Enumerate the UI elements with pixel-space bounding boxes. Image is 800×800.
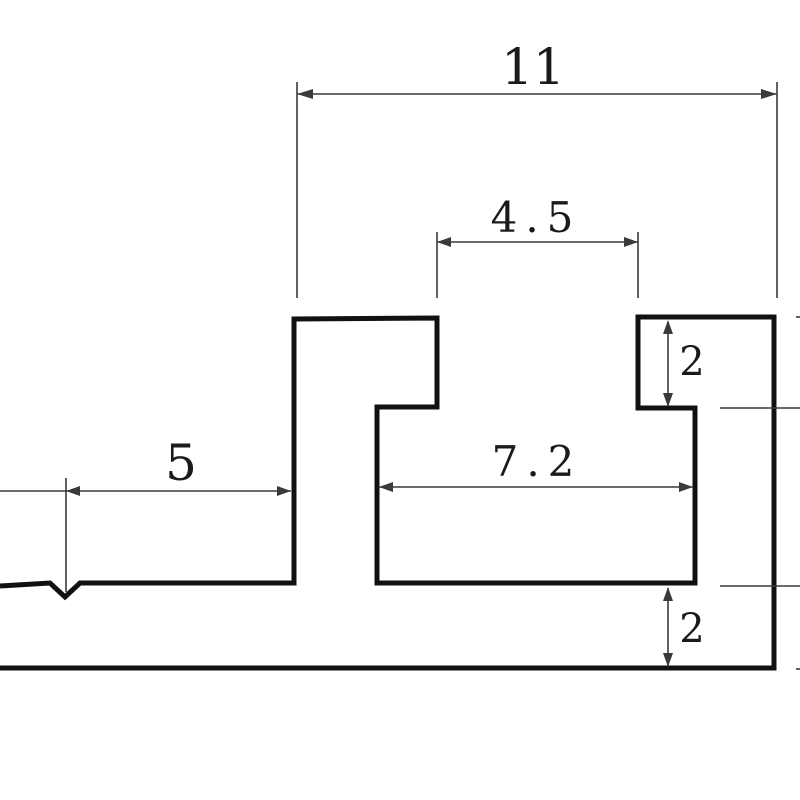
dimension-label-left-flange: 5 [165, 434, 197, 492]
dimension-left-flange: 5 [0, 434, 291, 592]
dimension-slot-opening: 4.5 [436, 193, 639, 298]
dimension-inner-width: 7.2 [379, 437, 693, 492]
profile-outline [0, 314, 777, 671]
dimension-base-thickness: 2 [663, 585, 800, 670]
dimension-label-slot-opening: 4.5 [491, 193, 582, 242]
dimension-overall-width: 11 [296, 38, 778, 298]
dimension-label-overall-width: 11 [501, 38, 565, 96]
dimension-lip-height: 2 [663, 316, 800, 409]
dimension-label-inner-width: 7.2 [492, 437, 583, 486]
dimension-label-lip-height: 2 [679, 339, 704, 385]
dimension-label-base-thickness: 2 [679, 606, 704, 652]
